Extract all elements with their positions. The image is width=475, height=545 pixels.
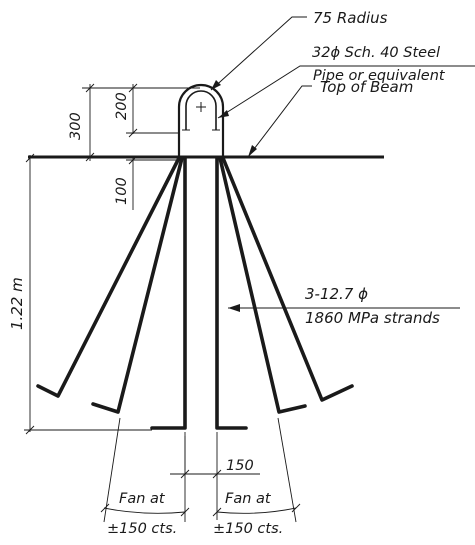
strand-right-outer — [221, 156, 354, 402]
dimension-300 — [82, 83, 200, 162]
top-of-beam-label: Top of Beam — [320, 78, 413, 96]
dimension-1-22-m-label: 1.22 m — [8, 277, 26, 330]
dimension-1-22-m — [24, 153, 152, 435]
pipe-leader — [217, 65, 475, 119]
dimension-100 — [126, 155, 178, 210]
dimension-300-label: 300 — [68, 112, 84, 140]
pipe-label-line1: 32ϕ Sch. 40 Steel — [312, 45, 440, 61]
strand-right-middle — [218, 156, 307, 414]
strand-right-inner — [215, 156, 248, 430]
dimension-200-label: 200 — [114, 92, 130, 120]
dimension-100-label: 100 — [114, 177, 130, 205]
pipe-arrowhead — [218, 110, 229, 118]
dimension-200 — [126, 83, 178, 138]
strand-left-inner — [150, 156, 187, 430]
pipe-label-line2: Pipe or equivalent — [313, 68, 446, 84]
steel-pipe-bend — [177, 83, 225, 160]
strands — [36, 156, 354, 430]
dimension-150-label: 150 — [226, 458, 254, 474]
strand-left-outer — [36, 156, 181, 398]
bend-center-mark — [196, 102, 206, 112]
fan-note-right-line2: ±150 cts. — [213, 521, 283, 537]
strands-arrowhead — [228, 304, 240, 312]
fan-note-right-line1: Fan at — [225, 491, 272, 507]
top-of-beam-leader — [247, 85, 312, 158]
top-of-beam-arrowhead — [248, 145, 257, 157]
fan-dimension-left — [100, 417, 190, 523]
fan-note-left-line1: Fan at — [119, 491, 166, 507]
strands-label-line1: 3-12.7 ϕ — [305, 285, 368, 303]
radius-label: 75 Radius — [313, 9, 388, 27]
radius-arrowhead — [211, 80, 221, 90]
steel-pipe-inner — [185, 90, 217, 130]
fan-note-left-line2: ±150 cts. — [107, 521, 177, 537]
strands-label-line2: 1860 MPa strands — [305, 309, 440, 327]
strand-left-middle — [91, 156, 184, 414]
radius-leader — [210, 16, 307, 91]
fan-dimension-right — [212, 417, 301, 523]
